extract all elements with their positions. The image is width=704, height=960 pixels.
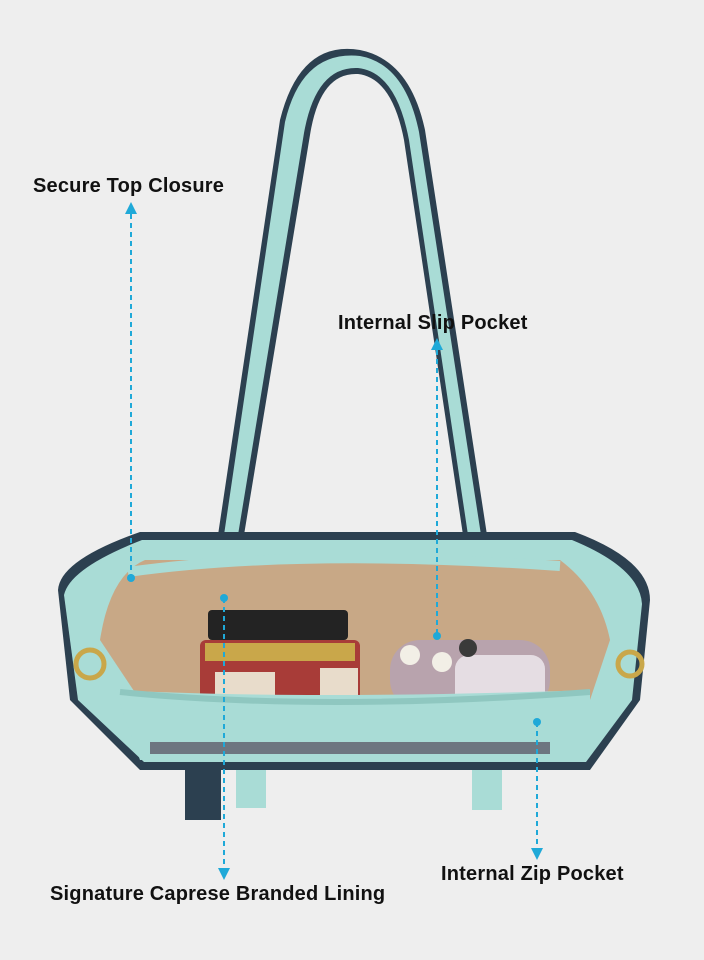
callout-secure-top-closure: Secure Top Closure	[33, 175, 225, 197]
callout-connector-branded-lining	[218, 594, 230, 880]
callout-connector-top-closure	[125, 202, 137, 582]
right-ring-hardware	[615, 649, 645, 679]
callout-internal-zip-pocket: Internal Zip Pocket	[441, 863, 624, 885]
callout-branded-lining: Signature Caprese Branded Lining	[50, 883, 386, 905]
shoulder-strap	[218, 48, 487, 536]
front-pocket	[115, 689, 591, 760]
left-ring-hardware	[73, 647, 107, 681]
callout-internal-slip-pocket: Internal Slip Pocket	[338, 312, 528, 334]
callout-connector-slip-pocket	[431, 338, 443, 640]
callout-connector-zip-pocket	[531, 718, 543, 860]
